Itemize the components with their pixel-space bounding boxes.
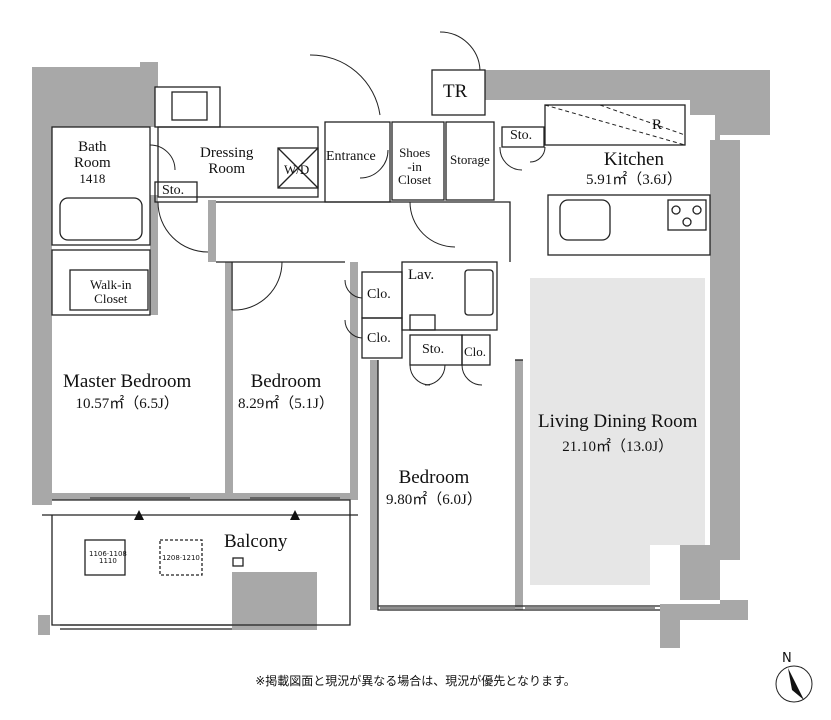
- ldk-floor: [530, 278, 705, 585]
- kitchen-label: Kitchen 5.91㎡（3.6J）: [586, 149, 682, 188]
- entrance-label: Entrance: [326, 149, 376, 164]
- plan-lines: [42, 69, 711, 630]
- sto-kitchen-label: Sto.: [510, 128, 533, 143]
- entry-arrow-right: [290, 510, 300, 520]
- lavatory-label: Lav.: [408, 267, 435, 283]
- master-bedroom-label: Master Bedroom 10.57㎡（6.5J）: [63, 371, 192, 412]
- storage-label: Storage: [450, 152, 490, 167]
- unit-numbers-b: 1208·1210: [162, 554, 200, 562]
- closet-label-1: Clo.: [367, 287, 391, 302]
- exterior-walls: [32, 62, 770, 648]
- entry-arrow-left: [134, 510, 144, 520]
- refrigerator-label: R: [652, 117, 663, 133]
- balcony-label: Balcony: [224, 531, 288, 552]
- windows: [90, 497, 655, 609]
- disclaimer-note: ※掲載図面と現況が異なる場合は、現況が優先となります。: [255, 674, 576, 688]
- sto-hall-label: Sto.: [422, 342, 445, 357]
- door-swings: [149, 31, 686, 386]
- tr-label: TR: [443, 81, 468, 102]
- bedroom-1-label: Bedroom 8.29㎡（5.1J）: [238, 371, 334, 412]
- compass-icon: [775, 665, 813, 703]
- living-dining-room-label: Living Dining Room 21.10㎡（13.0J）: [538, 411, 698, 455]
- closet-label-2: Clo.: [367, 331, 391, 346]
- bedroom-2-label: Bedroom 9.80㎡（6.0J）: [386, 467, 482, 508]
- sto-bath-label: Sto.: [162, 183, 185, 198]
- closet-label-3: Clo.: [464, 344, 487, 359]
- wd-label: W/D: [284, 162, 310, 177]
- compass-north-label: N: [782, 651, 792, 666]
